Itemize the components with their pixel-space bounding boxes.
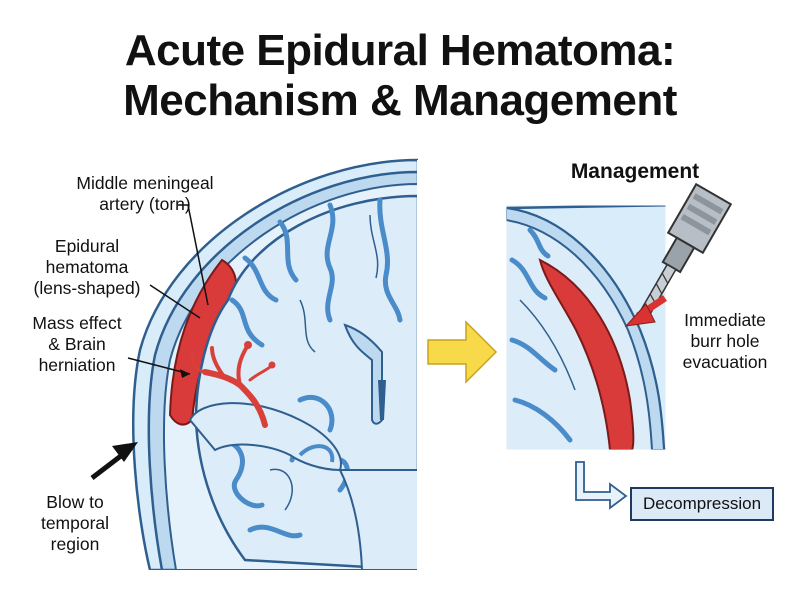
label-burr-line2: burr hole [690, 331, 760, 351]
label-blow-line1: Blow to [46, 492, 104, 512]
decompression-arrow [575, 461, 628, 510]
label-blow: Blow to temporal region [30, 492, 120, 555]
decompression-box: Decompression [630, 487, 774, 521]
third-ventricle [378, 380, 386, 420]
label-burr-line3: evacuation [682, 352, 768, 372]
label-mass-line3: herniation [38, 355, 116, 375]
label-artery-line2: artery (torn) [99, 194, 191, 214]
blow-arrow [90, 442, 138, 480]
page-title-line1: Acute Epidural Hematoma: [124, 26, 676, 75]
label-mass-line1: Mass effect [32, 313, 122, 333]
page-title-line2: Mechanism & Management [123, 76, 677, 125]
hematoma-detail [538, 258, 635, 450]
label-hematoma-line3: (lens-shaped) [33, 278, 141, 298]
flow-arrow [427, 320, 498, 384]
brainstem [338, 469, 418, 570]
brain-outlines [269, 214, 379, 511]
leader-lines [127, 204, 209, 375]
label-blow-line3: region [50, 534, 100, 554]
label-artery: Middle meningeal artery (torn) [70, 173, 220, 215]
label-mass-line2: & Brain [48, 334, 106, 354]
label-hematoma-line1: Epidural [54, 236, 120, 256]
lateral-ventricle [343, 323, 383, 425]
detail-sulci [509, 227, 573, 443]
management-detail [506, 205, 666, 450]
label-mass-effect: Mass effect & Brain herniation [22, 313, 132, 376]
label-hematoma-line2: hematoma [45, 257, 129, 277]
brain-cross-section [132, 158, 418, 570]
label-hematoma: Epidural hematoma (lens-shaped) [22, 236, 152, 299]
label-burr-line1: Immediate [684, 310, 766, 330]
label-artery-line1: Middle meningeal [76, 173, 214, 193]
label-burr-hole: Immediate burr hole evacuation [670, 310, 780, 373]
burr-arrow [624, 295, 667, 327]
label-blow-line2: temporal [40, 513, 110, 533]
management-title: Management [570, 160, 700, 183]
